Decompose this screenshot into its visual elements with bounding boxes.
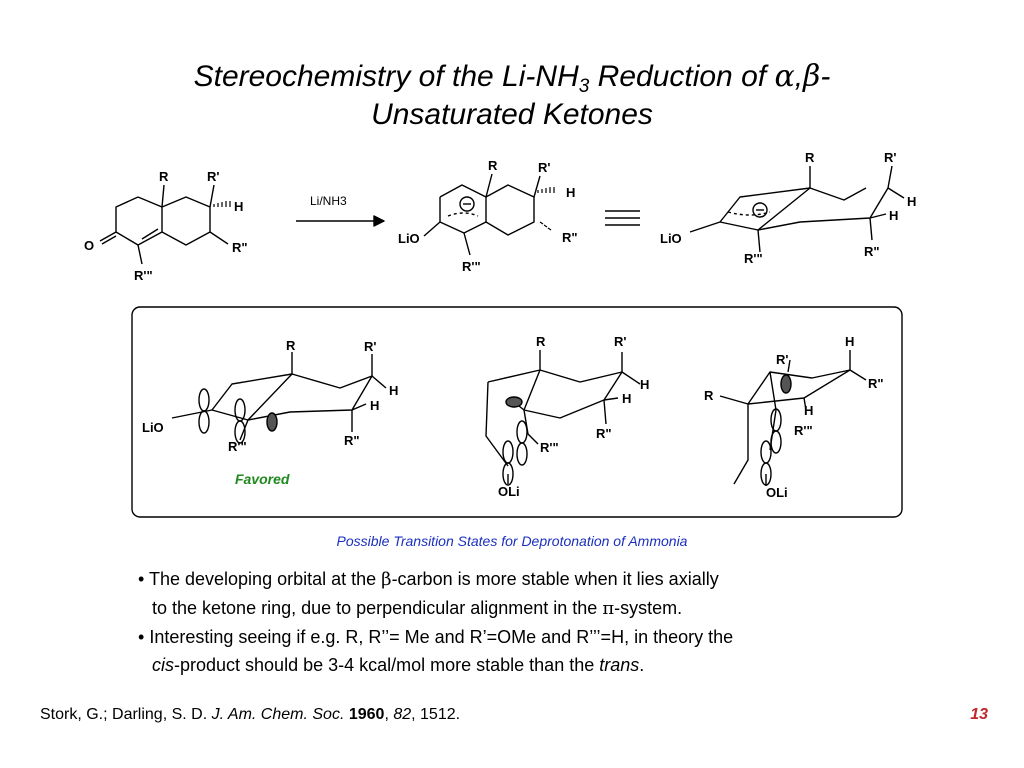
label-H: H: [889, 208, 898, 223]
title-comma: ,: [794, 60, 804, 93]
bullet-2-line2: cis-product should be 3-4 kcal/mol more …: [152, 655, 645, 675]
transition-state-1: [171, 352, 387, 444]
label-LiO: LiO: [142, 420, 164, 435]
label-LiO: LiO: [660, 231, 682, 246]
arrow-label: Li/NH3: [310, 194, 347, 208]
label-R: R: [704, 388, 714, 403]
label-H: H: [845, 334, 854, 349]
label-R-prime: R': [884, 150, 896, 165]
label-R-dprime: R": [562, 230, 578, 245]
reaction-arrow: [296, 215, 385, 227]
label-H: H: [566, 185, 575, 200]
label-R: R: [805, 150, 815, 165]
slide-title: Stereochemistry of the Li-NH3 Reduction …: [0, 58, 1024, 134]
label-R-prime: R': [614, 334, 626, 349]
favored-label: Favored: [235, 471, 290, 487]
starting-enone-structure: [99, 184, 231, 265]
bullet-1: • The developing orbital at the β-carbon…: [138, 569, 719, 590]
transition-state-2: [485, 350, 641, 486]
label-R-dprime: R": [344, 433, 360, 448]
title-line2: Unsaturated Ketones: [371, 98, 653, 131]
label-R-dprime: R": [864, 244, 880, 259]
label-H: H: [389, 383, 398, 398]
label-OLi: OLi: [766, 485, 788, 500]
title-subscript: 3: [578, 76, 590, 97]
transition-state-3: [719, 350, 867, 486]
label-R-prime: R': [538, 160, 550, 175]
bullet-1-line2: to the ketone ring, due to perpendicular…: [152, 598, 683, 619]
label-H: H: [640, 377, 649, 392]
citation: Stork, G.; Darling, S. D. J. Am. Chem. S…: [40, 706, 461, 723]
title-alpha: α: [774, 59, 795, 94]
label-R-tprime: R'": [540, 440, 559, 455]
label-R-tprime: R'": [134, 268, 153, 283]
chair-conformation-structure: [689, 165, 905, 253]
equivalence-sign: [605, 210, 640, 226]
label-R-tprime: R'": [462, 259, 481, 274]
page-number: 13: [970, 706, 988, 723]
label-R-prime: R': [207, 169, 219, 184]
label-OLi: OLi: [498, 484, 520, 499]
label-O: O: [84, 238, 94, 253]
label-H: H: [622, 391, 631, 406]
label-R-dprime: R": [596, 426, 612, 441]
label-R-tprime: R'": [744, 251, 763, 266]
transition-states-box: [131, 306, 903, 518]
label-R-prime: R': [776, 352, 788, 367]
label-H: H: [804, 403, 813, 418]
radical-anion-structure: [423, 173, 555, 256]
label-R-dprime: R": [232, 240, 248, 255]
label-R-dprime: R": [868, 376, 884, 391]
label-R-tprime: R'": [794, 423, 813, 438]
label-R-prime: R': [364, 339, 376, 354]
label-LiO: LiO: [398, 231, 420, 246]
label-H: H: [370, 398, 379, 413]
bullet-2: • Interesting seeing if e.g. R, R’’= Me …: [138, 627, 734, 647]
title-beta: β: [803, 59, 821, 94]
label-H: H: [234, 199, 243, 214]
label-R-tprime: R'": [228, 439, 247, 454]
label-R: R: [488, 158, 498, 173]
title-text-2: Reduction of: [589, 60, 775, 93]
label-R: R: [286, 338, 296, 353]
title-text: Stereochemistry of the Li-NH: [193, 60, 579, 93]
label-R: R: [159, 169, 169, 184]
bullet-list: • The developing orbital at the β-carbon…: [138, 565, 918, 679]
figure-caption: Possible Transition States for Deprotona…: [336, 533, 688, 549]
title-hyphen: -: [820, 60, 831, 93]
label-H: H: [907, 194, 916, 209]
label-R: R: [536, 334, 546, 349]
